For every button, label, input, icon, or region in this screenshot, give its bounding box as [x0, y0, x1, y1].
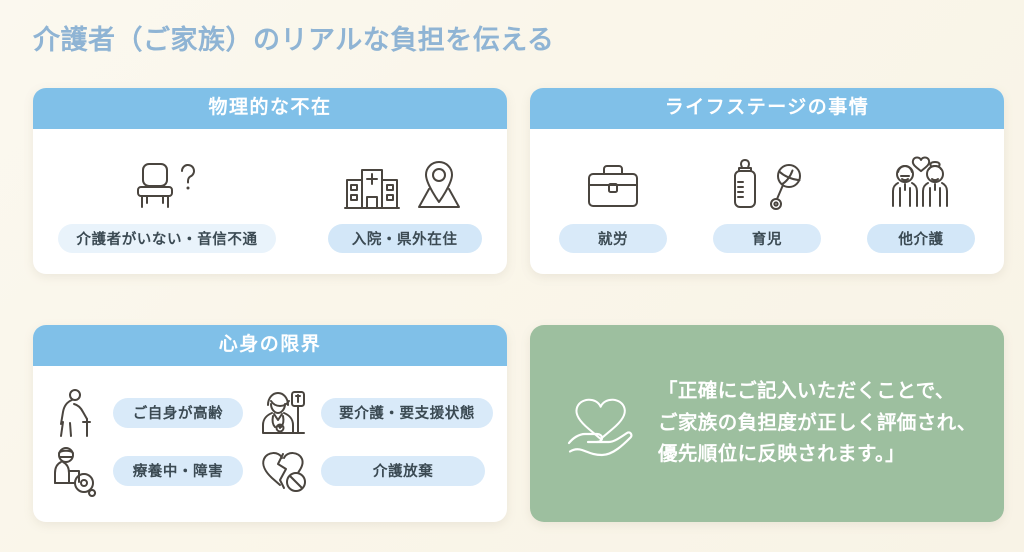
- rattle-icon: [770, 162, 804, 212]
- card-header-physical-mental-limits: 心身の限界: [33, 325, 507, 366]
- quote-text: 「正確にご記入いただくことで、 ご家族の負担度が正しく評価され、 優先順位に反映…: [658, 376, 977, 471]
- card-header-physical-absence: 物理的な不在: [33, 88, 507, 129]
- nurse-iv-drip-icon: [257, 387, 311, 439]
- quote-line-2: ご家族の負担度が正しく評価され、: [658, 411, 977, 434]
- briefcase-icon: [584, 160, 642, 212]
- pill-care-abandonment[interactable]: 介護放棄: [321, 455, 486, 486]
- item-self-elderly[interactable]: ご自身が高齢: [49, 387, 253, 439]
- card-physical-mental-limits: 心身の限界 ご自身が高齢: [33, 325, 507, 522]
- pill-other-caregiving[interactable]: 他介護: [867, 223, 975, 253]
- pill-recuperating-disability[interactable]: 療養中・障害: [113, 455, 243, 486]
- card-body-life-stage: 就労: [530, 129, 1004, 274]
- item-no-caregiver[interactable]: 介護者がいない・音信不通: [58, 150, 276, 253]
- icon-row-no-caregiver: [136, 150, 198, 212]
- pill-employment[interactable]: 就労: [559, 223, 667, 253]
- icon-row-childcare: [730, 150, 804, 212]
- page-title: 介護者（ご家族）のリアルな負担を伝える: [33, 25, 555, 55]
- wheelchair-patient-icon: [49, 445, 103, 497]
- question-mark-icon: [178, 162, 198, 194]
- hospital-icon: [343, 160, 401, 212]
- empty-chair-icon: [136, 158, 182, 212]
- elderly-couple-heart-icon: [889, 154, 953, 212]
- item-care-abandonment[interactable]: 介護放棄: [257, 445, 493, 497]
- icon-row-employment: [584, 150, 642, 212]
- pill-self-elderly[interactable]: ご自身が高齢: [113, 397, 243, 428]
- item-care-support-status[interactable]: 要介護・要支援状態: [257, 387, 493, 439]
- heart-in-hand-icon: [562, 383, 640, 465]
- card-body-physical-absence: 介護者がいない・音信不通: [33, 129, 507, 274]
- card-life-stage: ライフステージの事情 就: [530, 88, 1004, 274]
- pill-no-caregiver[interactable]: 介護者がいない・音信不通: [58, 223, 276, 253]
- card-header-life-stage: ライフステージの事情: [530, 88, 1004, 129]
- card-physical-absence: 物理的な不在: [33, 88, 507, 274]
- icon-row-hospitalized: [343, 150, 467, 212]
- quote-line-1: 「正確にご記入いただくことで、: [658, 380, 955, 403]
- item-hospitalized-out-of-prefecture[interactable]: 入院・県外在住: [327, 150, 482, 253]
- item-employment[interactable]: 就労: [559, 150, 667, 253]
- baby-bottle-icon: [730, 158, 760, 212]
- broken-heart-prohibited-icon: [257, 445, 311, 497]
- item-other-caregiving[interactable]: 他介護: [867, 150, 975, 253]
- pill-hospitalized-out-of-prefecture[interactable]: 入院・県外在住: [327, 223, 482, 253]
- quote-line-3: 優先順位に反映されます。」: [658, 443, 906, 466]
- pill-childcare[interactable]: 育児: [713, 223, 821, 253]
- item-childcare[interactable]: 育児: [713, 150, 821, 253]
- item-recuperating-disability[interactable]: 療養中・障害: [49, 445, 253, 497]
- quote-panel: 「正確にご記入いただくことで、 ご家族の負担度が正しく評価され、 優先順位に反映…: [530, 325, 1004, 522]
- map-pin-icon: [411, 158, 467, 212]
- icon-row-other-caregiving: [889, 150, 953, 212]
- pill-care-support-status[interactable]: 要介護・要支援状態: [321, 397, 493, 428]
- card-body-physical-mental-limits: ご自身が高齢: [33, 366, 507, 522]
- elderly-with-cane-icon: [49, 387, 103, 439]
